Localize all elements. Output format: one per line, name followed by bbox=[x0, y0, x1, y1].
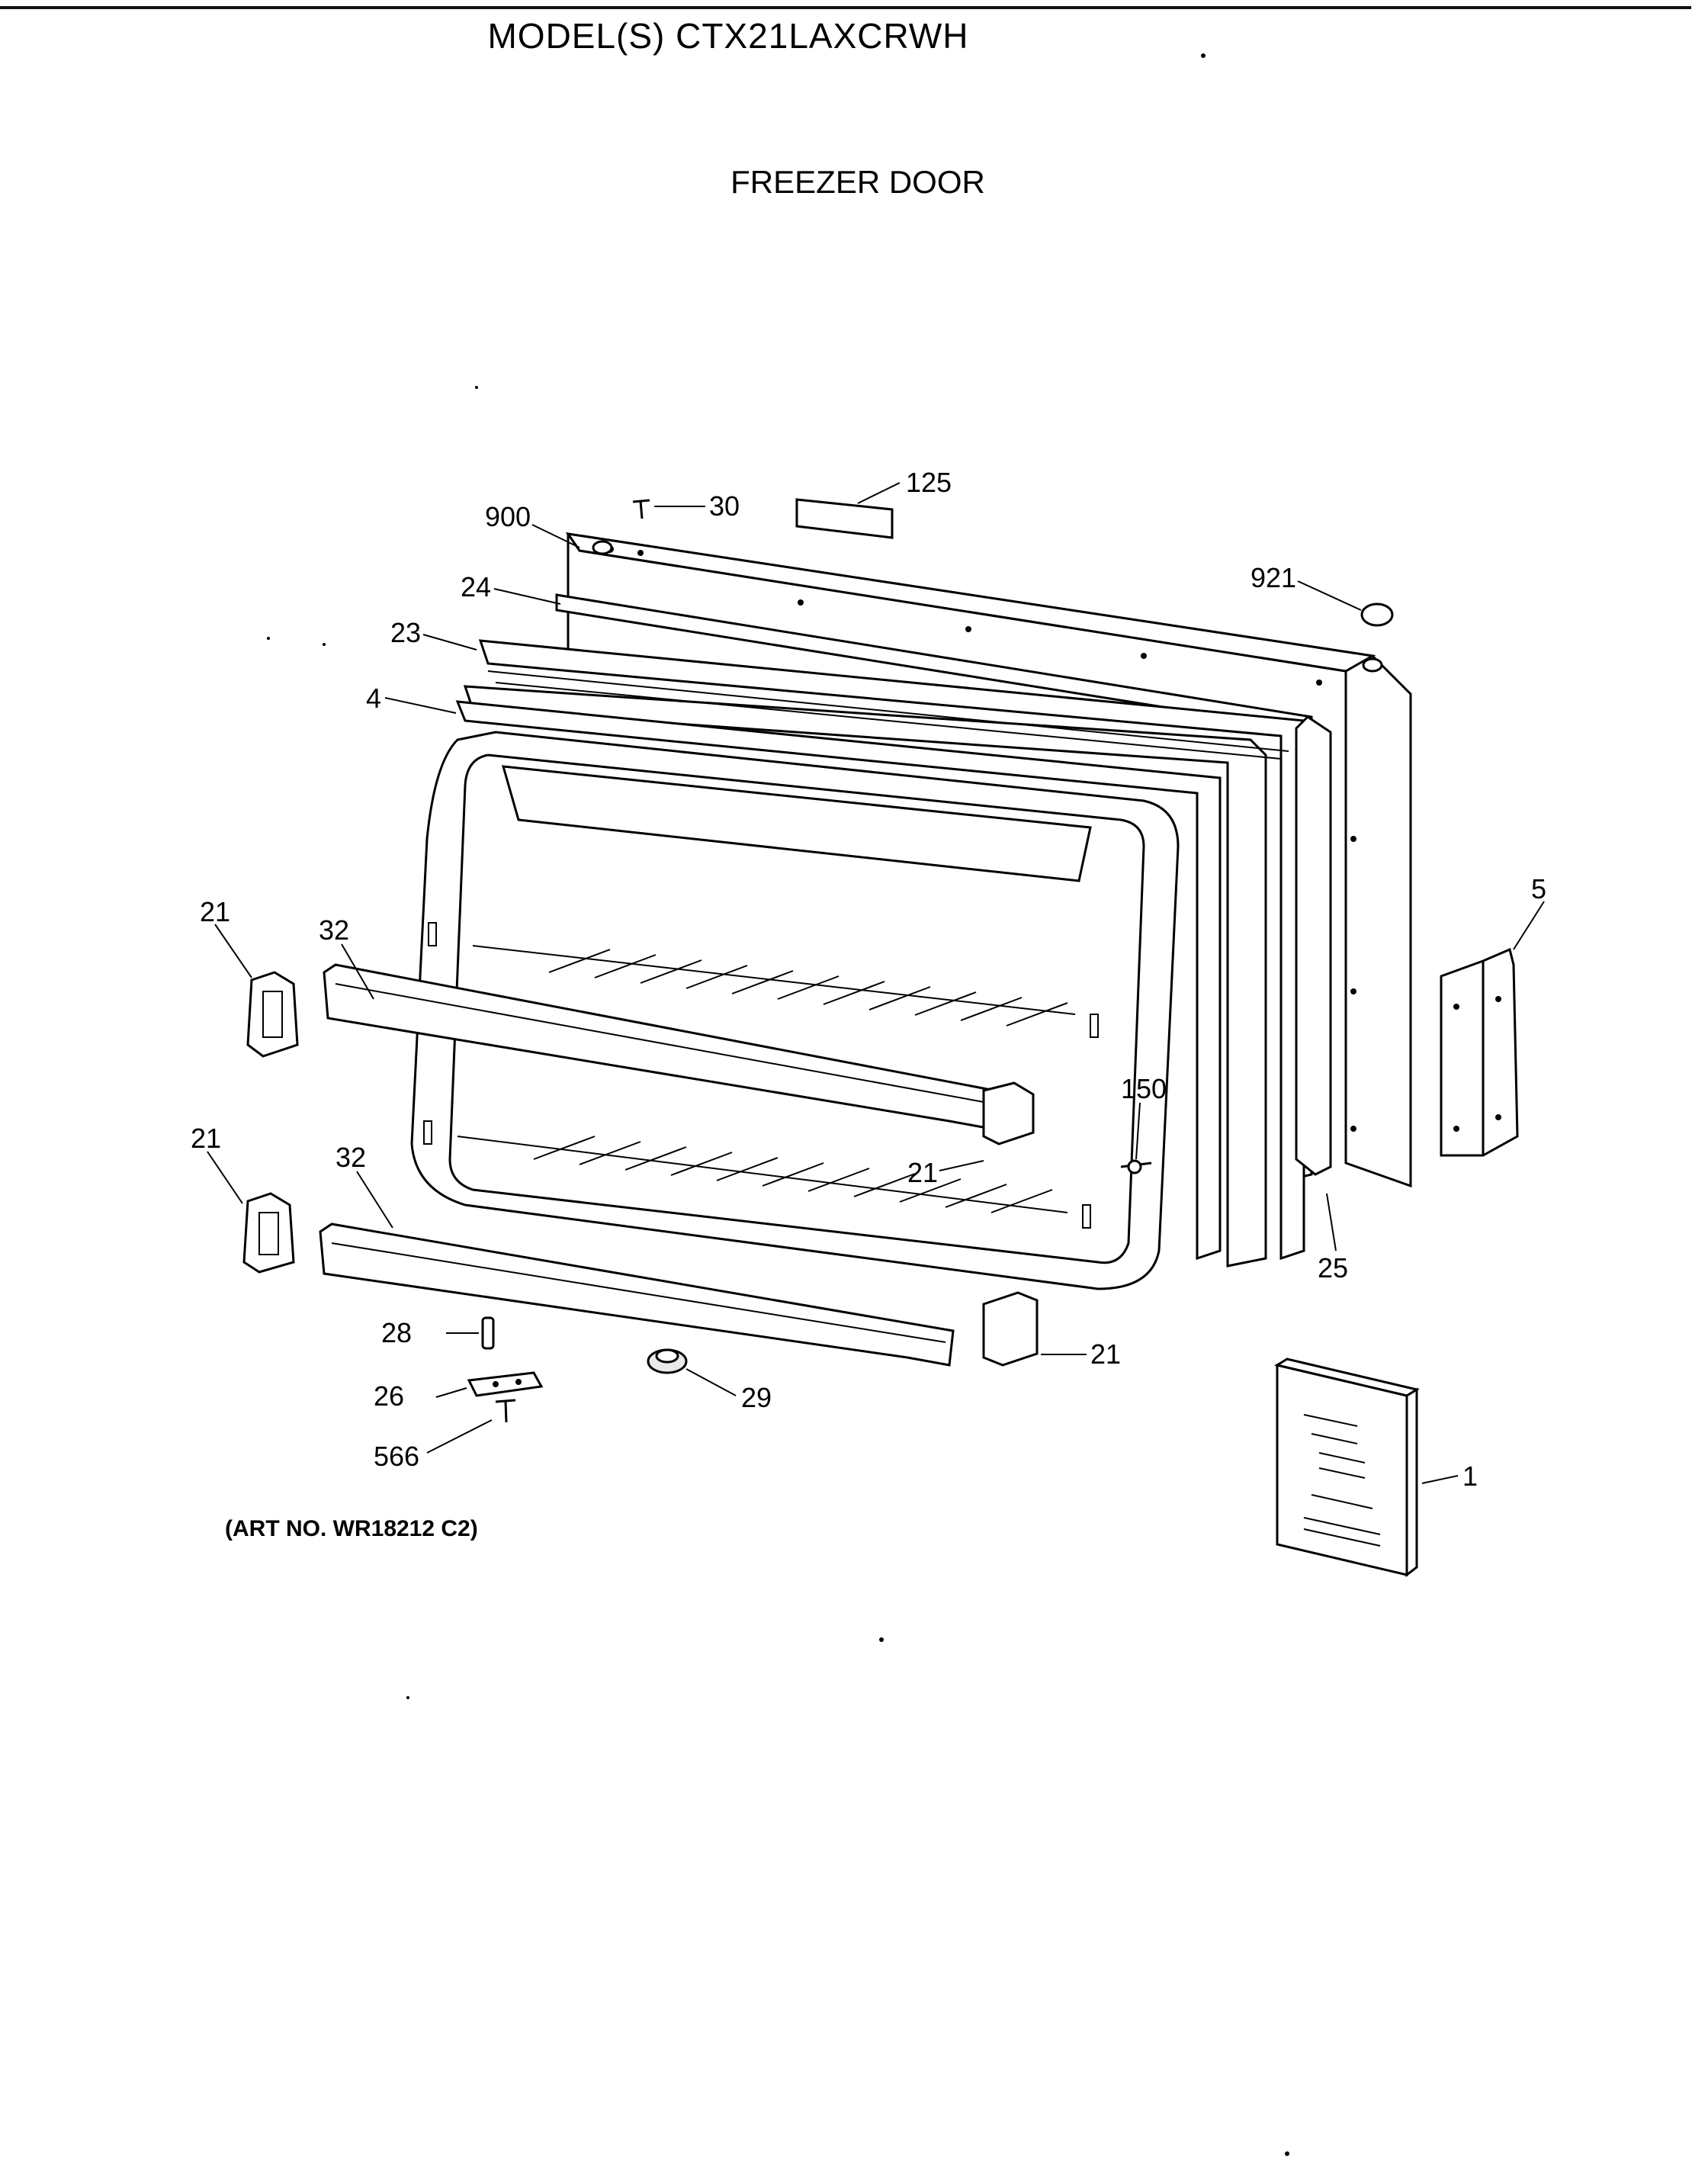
callout-21-mid: 21 bbox=[907, 1157, 938, 1188]
pin-28 bbox=[481, 1316, 495, 1350]
callout-5: 5 bbox=[1531, 873, 1546, 904]
callout-23: 23 bbox=[390, 617, 421, 648]
nameplate-125 bbox=[795, 498, 894, 539]
bumper-29 bbox=[647, 1348, 688, 1374]
callout-25: 25 bbox=[1318, 1252, 1348, 1284]
callout-566: 566 bbox=[374, 1441, 419, 1472]
callout-26: 26 bbox=[374, 1380, 404, 1412]
screw-150 bbox=[1120, 1159, 1152, 1174]
callout-150: 150 bbox=[1121, 1073, 1167, 1104]
outer-door-panel bbox=[565, 532, 1412, 1188]
end-cap-lower-left-21 bbox=[242, 1192, 295, 1274]
model-title: MODEL(S) CTX21LAXCRWH bbox=[487, 16, 969, 56]
screw-30 bbox=[632, 499, 650, 519]
end-cap-bottom-21 bbox=[982, 1291, 1039, 1367]
top-rule bbox=[0, 6, 1691, 9]
plug-921 bbox=[1360, 602, 1394, 627]
screw-566 bbox=[495, 1399, 516, 1423]
callout-32-upper: 32 bbox=[319, 914, 349, 946]
callout-21-lower-left: 21 bbox=[191, 1123, 221, 1154]
art-number: (ART NO. WR18212 C2) bbox=[225, 1516, 478, 1541]
callout-921: 921 bbox=[1250, 562, 1296, 593]
callout-29: 29 bbox=[741, 1382, 772, 1413]
owner-manual-1 bbox=[1274, 1358, 1420, 1578]
shelf-bar-lower-32 bbox=[319, 1223, 955, 1367]
callout-32-lower: 32 bbox=[336, 1142, 366, 1173]
callout-4: 4 bbox=[366, 683, 381, 714]
callout-30: 30 bbox=[709, 490, 740, 522]
door-liner bbox=[410, 731, 1180, 1290]
end-cap-upper-left-21 bbox=[246, 971, 299, 1058]
callout-21-bottom: 21 bbox=[1090, 1338, 1121, 1370]
callout-labels: 900 30 125 921 24 23 4 5 21 32 21 32 150… bbox=[191, 467, 1546, 1492]
callout-125: 125 bbox=[906, 467, 952, 498]
callout-24: 24 bbox=[461, 571, 491, 602]
leader-lines bbox=[207, 482, 1545, 1484]
bracket-5 bbox=[1440, 947, 1519, 1157]
gasket-stack bbox=[455, 593, 1332, 1268]
callout-28: 28 bbox=[381, 1317, 412, 1348]
scan-specks bbox=[267, 53, 1289, 2156]
section-title: FREEZER DOOR bbox=[730, 164, 985, 200]
callout-21-upper-left: 21 bbox=[200, 896, 230, 927]
callout-1: 1 bbox=[1462, 1460, 1478, 1492]
hinge-plate-26 bbox=[467, 1371, 544, 1397]
callout-900: 900 bbox=[485, 501, 531, 532]
end-cap-mid-21 bbox=[982, 1081, 1035, 1145]
